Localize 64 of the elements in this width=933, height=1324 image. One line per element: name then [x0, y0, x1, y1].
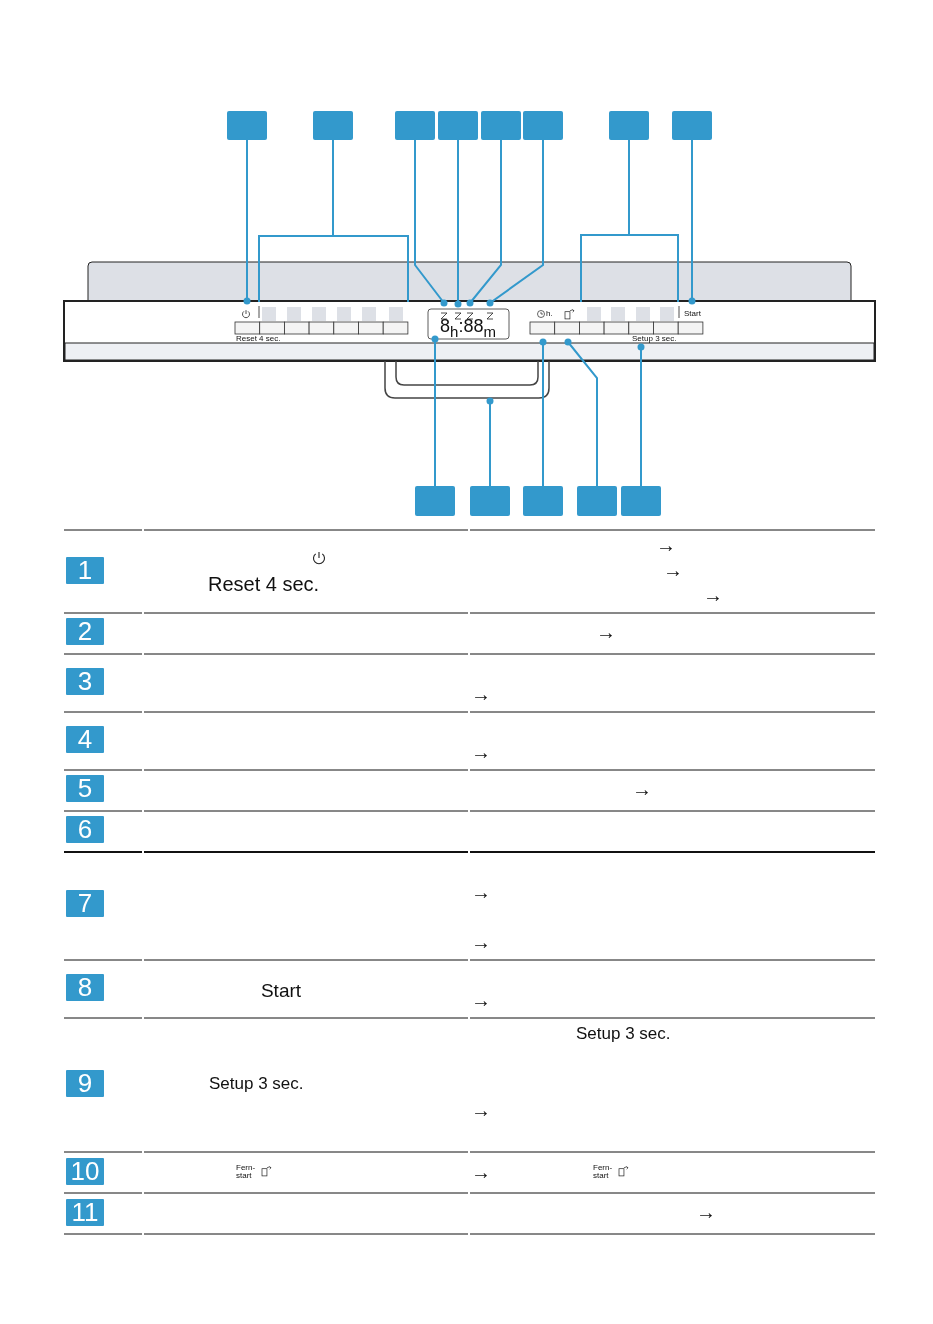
table-text: Fern- start [593, 1164, 613, 1180]
leader-line [564, 338, 598, 487]
number-badge: 11 [66, 1199, 104, 1226]
callout-box [415, 486, 455, 516]
callout-box [481, 111, 521, 140]
leader-line [258, 139, 409, 303]
panel-label: Setup 3 sec. [632, 335, 677, 343]
leader-line [454, 139, 462, 308]
leader-line [431, 335, 439, 487]
number-badge: 5 [66, 775, 104, 802]
leader-line [486, 139, 544, 307]
control-panel [63, 261, 876, 362]
number-badge: 1 [66, 557, 104, 584]
arrow-glyph: → [471, 990, 491, 1010]
arrow-glyph: → [471, 1100, 491, 1120]
door-handle [384, 360, 550, 399]
number-badge: 8 [66, 974, 104, 1001]
panel-label: Start [684, 310, 701, 318]
arrow-glyph: → [471, 684, 491, 704]
arrow-glyph: → [696, 1202, 716, 1222]
panel-label: h. [546, 310, 553, 318]
callout-box [621, 486, 661, 516]
leader-line [580, 139, 679, 303]
arrow-glyph: → [703, 585, 723, 605]
number-badge: 3 [66, 668, 104, 695]
arrow-glyph: → [471, 1162, 491, 1182]
panel-label: Reset 4 sec. [236, 335, 281, 343]
table-text: Setup 3 sec. [209, 1074, 304, 1092]
number-badge: 4 [66, 726, 104, 753]
callout-box [609, 111, 649, 140]
display-digits: 8$_{h}$:88$_{m}$ [440, 317, 496, 339]
leader-line [539, 338, 547, 487]
table-text: Setup 3 sec. [576, 1024, 671, 1042]
callout-box [438, 111, 478, 140]
table-text: Start [260, 980, 302, 1000]
arrow-glyph: → [656, 535, 676, 555]
leader-line [414, 139, 448, 307]
number-badge: 2 [66, 618, 104, 645]
arrow-glyph: → [663, 560, 683, 580]
callout-box [313, 111, 353, 140]
arrow-glyph: → [471, 742, 491, 762]
callout-box [470, 486, 510, 516]
display-window [427, 308, 510, 340]
leader-line [466, 139, 502, 307]
arrow-glyph: → [596, 622, 616, 642]
table-text: Reset 4 sec. [208, 574, 320, 594]
leader-line [637, 343, 645, 487]
callout-box [395, 111, 435, 140]
leader-line [688, 139, 696, 305]
callout-box [523, 111, 563, 140]
callout-box [577, 486, 617, 516]
arrow-glyph: → [632, 779, 652, 799]
leader-line [486, 397, 494, 487]
number-badge: 9 [66, 1070, 104, 1097]
number-badge: 10 [66, 1158, 104, 1185]
callout-box [227, 111, 267, 140]
leader-line [243, 139, 251, 305]
number-badge: 7 [66, 890, 104, 917]
arrow-glyph: → [471, 932, 491, 952]
table-text: Fern- start [236, 1164, 256, 1180]
number-badge: 6 [66, 816, 104, 843]
arrow-glyph: → [471, 882, 491, 902]
callout-box [523, 486, 563, 516]
callout-box [672, 111, 712, 140]
